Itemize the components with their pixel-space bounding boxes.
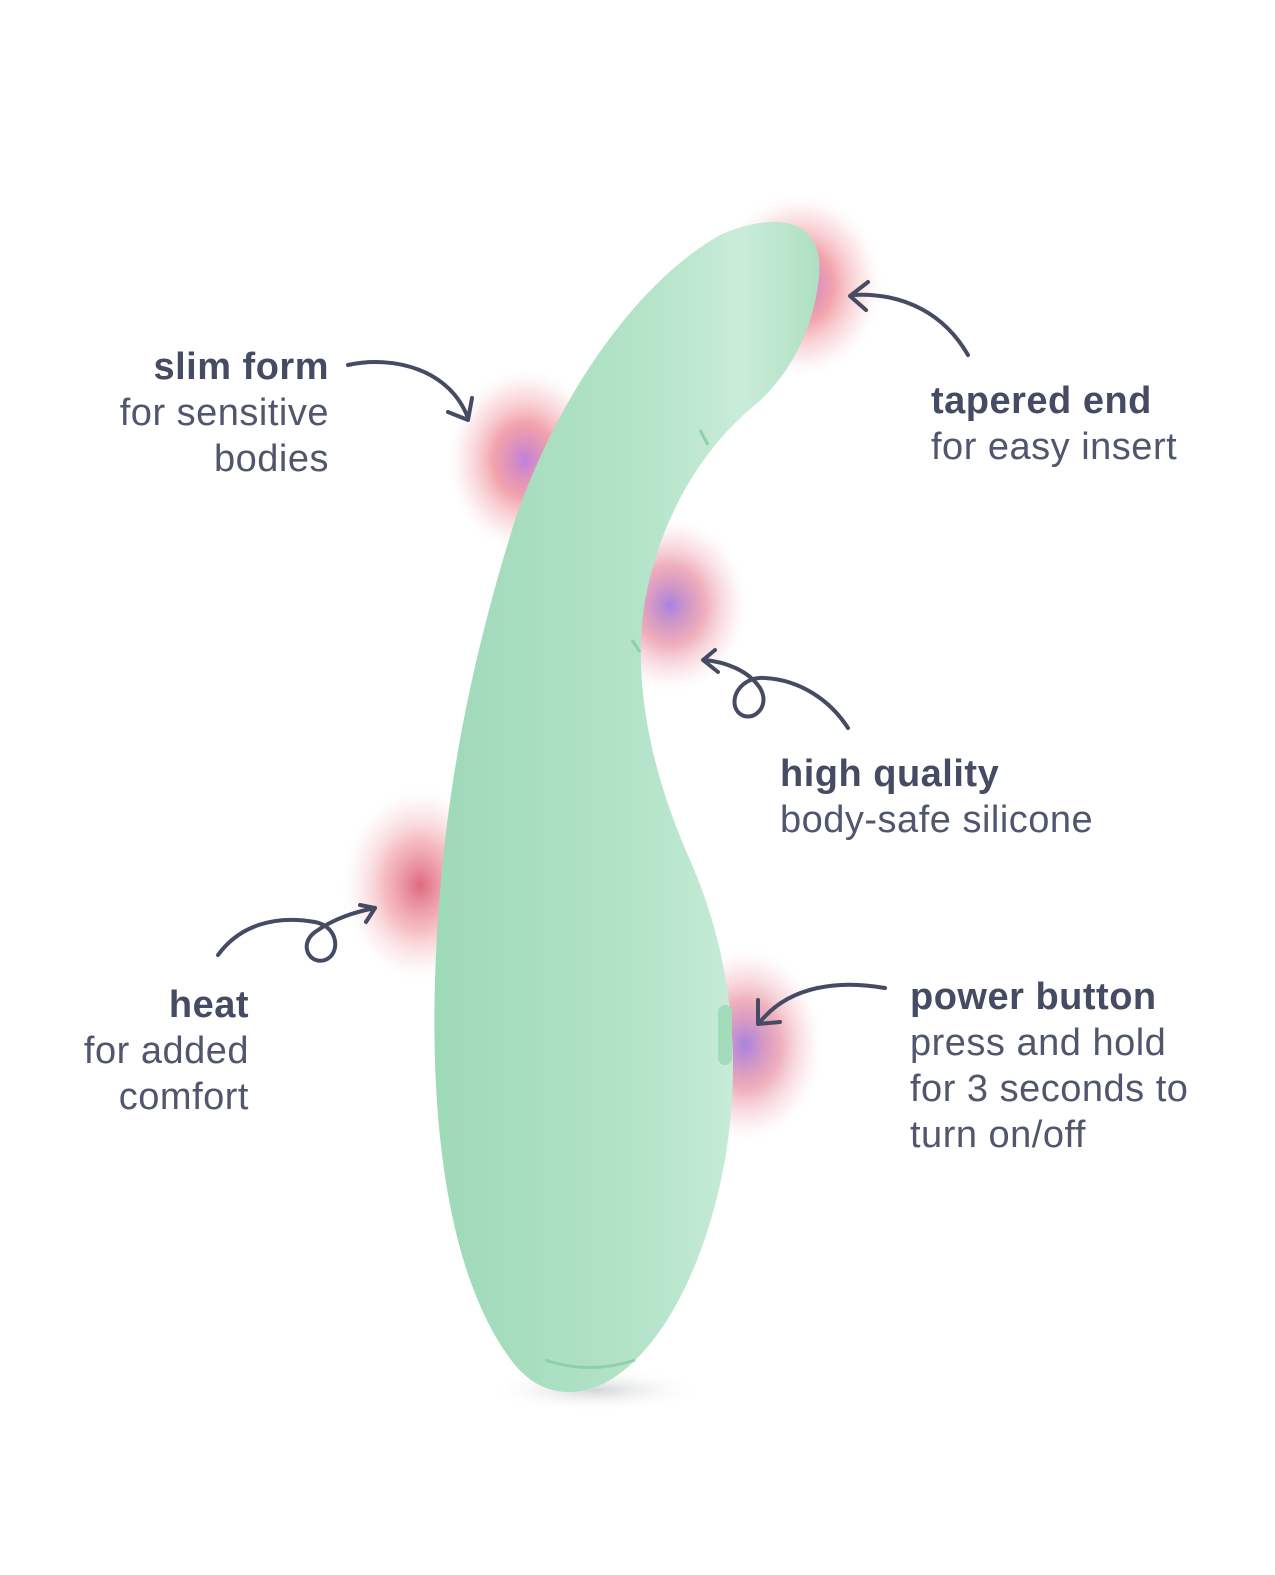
body-bottom-seam <box>544 1358 636 1369</box>
arrow-power-button <box>756 982 887 1026</box>
callout-line: bodies <box>214 438 329 480</box>
callout-tapered-end: tapered end for easy insert <box>931 378 1177 470</box>
callout-slim-form: slim form for sensitive bodies <box>120 344 329 482</box>
callout-line: press and hold <box>910 1022 1167 1064</box>
callout-line: turn on/off <box>910 1114 1086 1156</box>
product-body <box>434 222 820 1392</box>
callout-high-quality: high quality body-safe silicone <box>780 751 1093 843</box>
callout-power-button: power button press and hold for 3 second… <box>910 974 1188 1158</box>
callout-title: heat <box>168 984 249 1026</box>
callout-line: for sensitive <box>119 392 329 434</box>
callout-line: comfort <box>118 1076 249 1118</box>
arrow-high-quality <box>701 648 850 730</box>
body-seam-mid <box>630 639 642 653</box>
callout-heat: heat for added comfort <box>84 982 249 1120</box>
callout-line: for 3 seconds to <box>910 1068 1189 1110</box>
body-seam-upper <box>698 429 710 446</box>
callout-title: power button <box>910 976 1157 1018</box>
callout-line: body-safe silicone <box>780 799 1094 841</box>
arrow-tapered-end <box>848 280 970 357</box>
callout-line: for added <box>83 1030 249 1072</box>
callout-title: tapered end <box>931 380 1152 422</box>
arrow-slim-form <box>346 360 474 422</box>
power-button-bump <box>718 1005 732 1065</box>
arrow-heat <box>216 903 377 963</box>
callout-title: slim form <box>153 346 329 388</box>
callout-title: high quality <box>780 753 1000 795</box>
callout-line: for easy insert <box>931 426 1178 468</box>
